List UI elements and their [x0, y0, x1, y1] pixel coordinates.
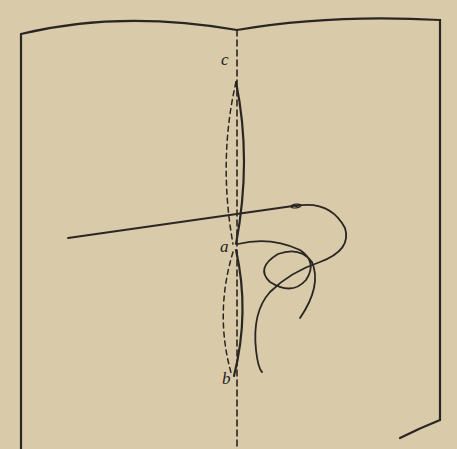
point-label: c: [221, 51, 229, 68]
fabric-outline: [21, 18, 440, 449]
needle: [68, 205, 300, 238]
point-label: b: [222, 370, 231, 387]
front-stitch: [234, 250, 243, 376]
front-stitch: [236, 82, 244, 244]
hidden-stitch: [223, 252, 233, 376]
thread-loop: [238, 241, 315, 318]
thread: [255, 205, 346, 372]
point-label: a: [220, 238, 229, 255]
hidden-stitch: [226, 82, 236, 244]
